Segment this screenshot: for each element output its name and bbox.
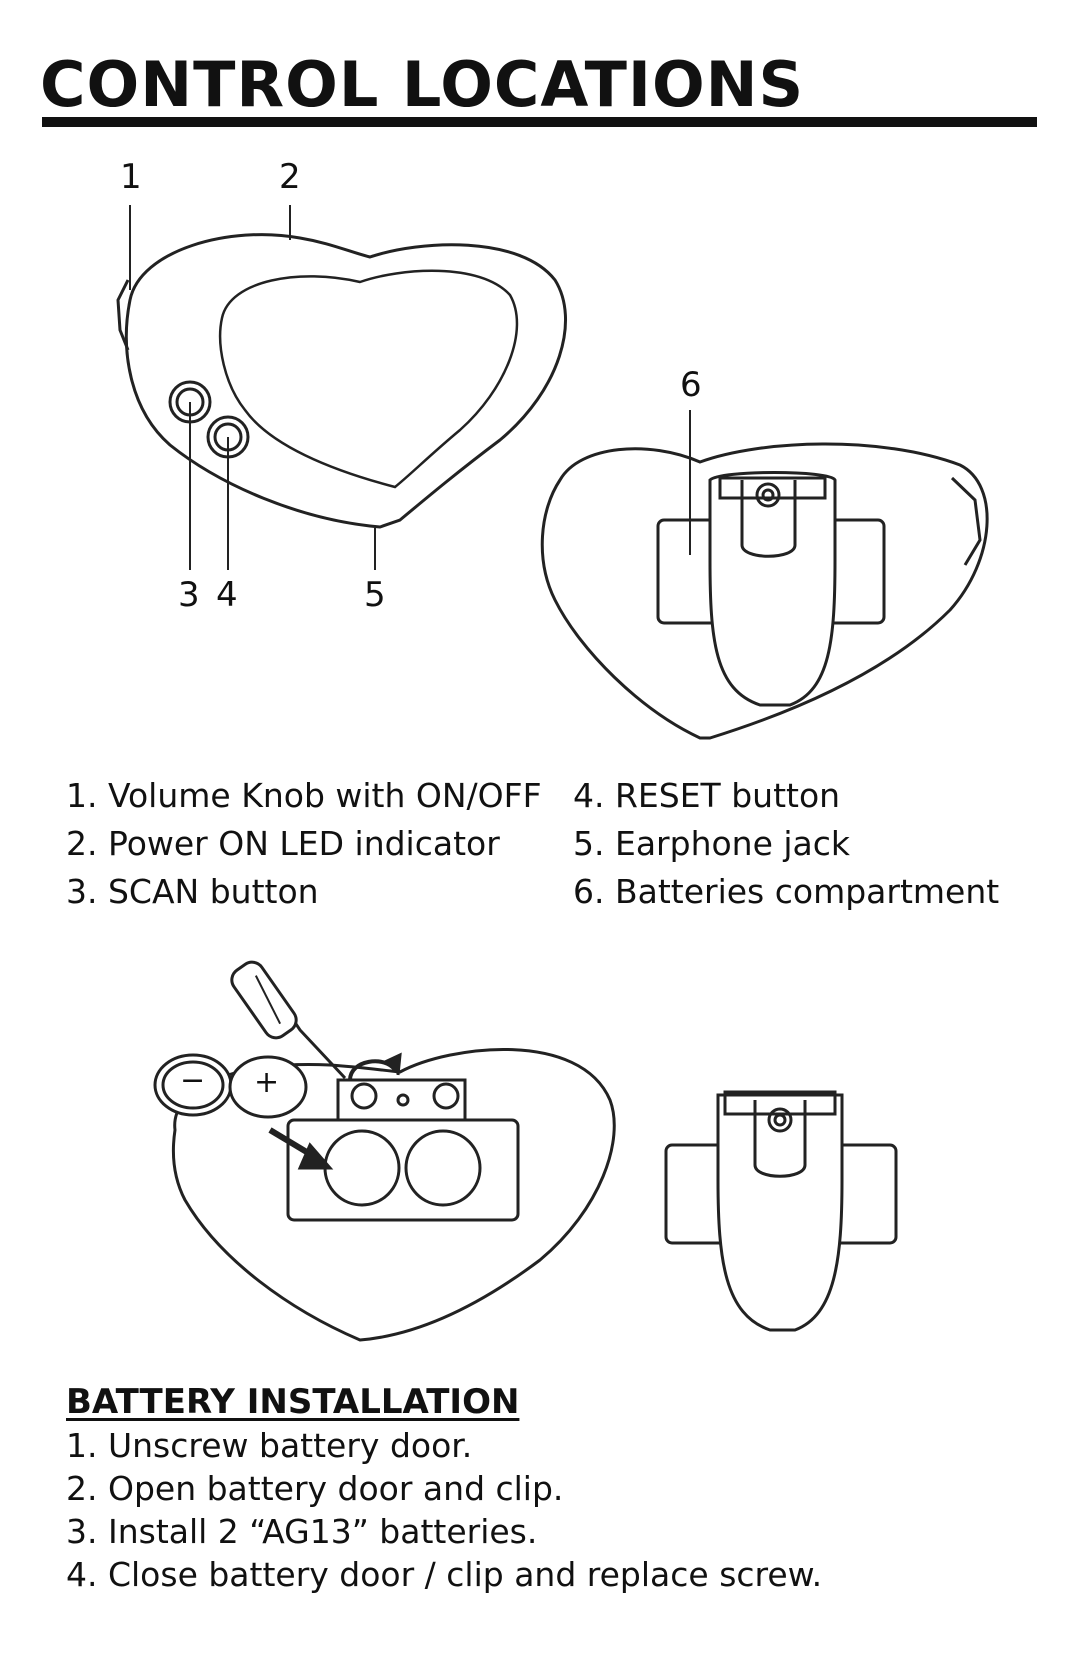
step-item: 1. Unscrew battery door. xyxy=(66,1426,473,1465)
step-item: 4. Close battery door / clip and replace… xyxy=(66,1555,823,1594)
legend-item: 5. Earphone jack xyxy=(573,824,851,863)
callout-5: 5 xyxy=(364,575,386,615)
back-heart-device xyxy=(540,442,989,740)
clip-illustration xyxy=(664,1090,898,1332)
legend-item: 4. RESET button xyxy=(573,776,841,815)
battery-minus-symbol: − xyxy=(180,1063,206,1098)
battery-plus-symbol: + xyxy=(254,1065,280,1100)
open-battery-heart xyxy=(153,960,616,1342)
callout-leader-lines xyxy=(129,205,691,570)
legend-item: 2. Power ON LED indicator xyxy=(66,824,500,863)
title-rule xyxy=(42,117,1037,127)
legend-item: 3. SCAN button xyxy=(66,872,319,911)
step-item: 2. Open battery door and clip. xyxy=(66,1469,564,1508)
legend-item: 6. Batteries compartment xyxy=(573,872,1000,911)
legend-right: 4. RESET button 5. Earphone jack 6. Batt… xyxy=(573,772,999,916)
callout-1: 1 xyxy=(120,157,142,197)
callout-4: 4 xyxy=(216,575,238,615)
step-item: 3. Install 2 “AG13” batteries. xyxy=(66,1512,538,1551)
callout-6: 6 xyxy=(680,365,702,405)
callout-3: 3 xyxy=(178,575,200,615)
battery-installation-heading: BATTERY INSTALLATION xyxy=(66,1382,520,1422)
callout-2: 2 xyxy=(279,157,301,197)
legend-item: 1. Volume Knob with ON/OFF xyxy=(66,776,542,815)
page-title: CONTROL LOCATIONS xyxy=(40,48,805,121)
battery-steps-list: 1. Unscrew battery door. 2. Open battery… xyxy=(66,1424,822,1596)
legend-left: 1. Volume Knob with ON/OFF 2. Power ON L… xyxy=(66,772,542,916)
front-heart-device xyxy=(116,233,567,529)
